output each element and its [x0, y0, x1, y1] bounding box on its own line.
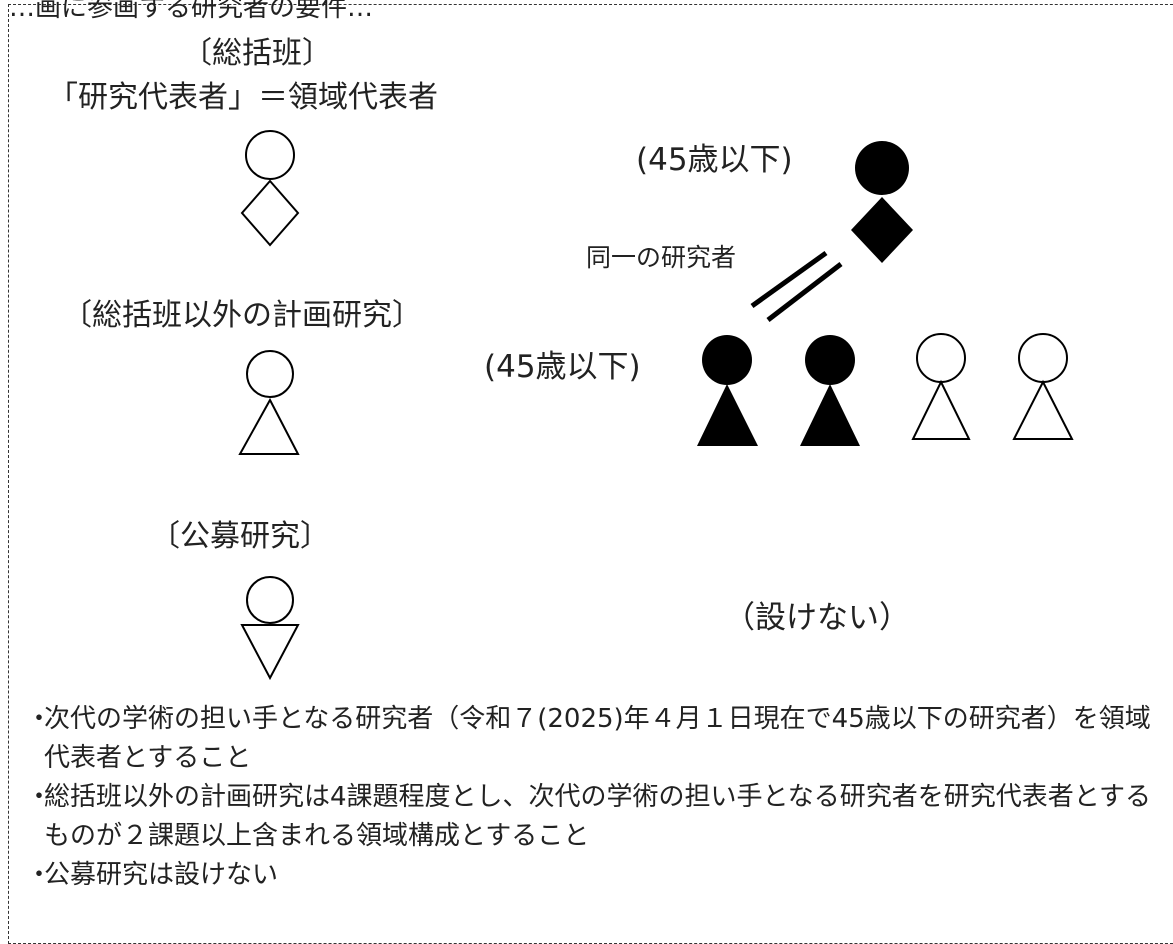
kobo-note: （設けない）: [724, 600, 910, 636]
requirement-text: 公募研究は設けない: [44, 860, 279, 890]
head-filled: [855, 141, 909, 195]
triangle-body-outline: [238, 397, 300, 455]
requirement-text: 次代の学術の担い手となる研究者（令和７(2025)年４月１日現在で45歳以下の研…: [44, 704, 1151, 773]
kobo-figure: [240, 576, 300, 681]
keikaku-figure: [238, 350, 300, 455]
bullet-mark: ・: [26, 860, 53, 890]
keikaku-heading: 〔総括班以外の計画研究〕: [62, 298, 422, 333]
same-researcher-equals: [750, 250, 843, 322]
diamond-body-filled: [851, 197, 913, 263]
keikaku-researcher-young-1: [697, 335, 758, 446]
keikaku-researcher-3: [911, 333, 971, 440]
keikaku-researcher-4: [1012, 333, 1074, 440]
keikaku-researcher-young-2: [800, 335, 860, 446]
requirement-item: ・ 総括班以外の計画研究は4課題程度とし、次代の学術の担い手となる研究者を研究代…: [22, 778, 1162, 856]
cut-header: …画に参画する研究者の要件…: [9, 0, 374, 23]
diamond-body-outline: [240, 179, 300, 247]
bullet-mark: ・: [26, 782, 53, 812]
age-label-top: (45歳以下): [636, 142, 793, 178]
person-figures: [238, 130, 1074, 681]
sokatsu-representative-figure: [240, 130, 300, 247]
equals-line-lower: [766, 262, 843, 322]
same-researcher-label: 同一の研究者: [586, 243, 737, 272]
young-representative-figure: [851, 141, 913, 263]
head-outline: [916, 333, 966, 383]
head-outline: [1018, 333, 1068, 383]
requirements-list: ・ 次代の学術の担い手となる研究者（令和７(2025)年４月１日現在で45歳以下…: [22, 700, 1162, 895]
head-outline: [245, 130, 295, 180]
bullet-mark: ・: [26, 704, 53, 734]
requirement-item: ・ 公募研究は設けない: [22, 856, 1162, 895]
requirement-text: 総括班以外の計画研究は4課題程度とし、次代の学術の担い手となる研究者を研究代表者…: [44, 782, 1151, 851]
triangle-body-filled: [697, 384, 758, 446]
age-label-middle: (45歳以下): [484, 349, 641, 385]
head-outline: [246, 576, 294, 624]
triangle-body-outline: [1012, 379, 1074, 440]
sokatsu-heading: 〔総括班〕: [182, 36, 332, 71]
kobo-heading: 〔公募研究〕: [150, 519, 330, 554]
sokatsu-subheading: 「研究代表者」＝領域代表者: [48, 80, 438, 115]
requirement-item: ・ 次代の学術の担い手となる研究者（令和７(2025)年４月１日現在で45歳以下…: [22, 700, 1162, 778]
equals-line-upper: [750, 250, 828, 309]
head-filled: [702, 335, 752, 385]
head-outline: [246, 350, 294, 398]
head-filled: [805, 335, 855, 385]
triangle-body-filled: [800, 384, 860, 446]
triangle-body-outline: [911, 379, 971, 440]
inverted-triangle-body-outline: [240, 624, 300, 681]
